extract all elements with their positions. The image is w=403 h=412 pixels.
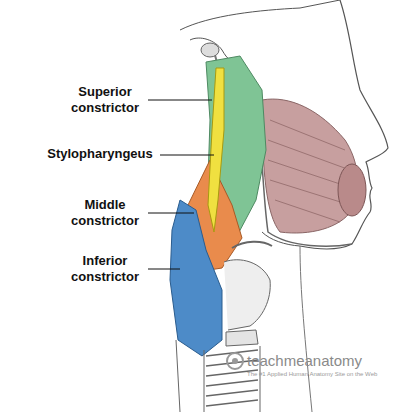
leader-line (148, 213, 194, 214)
inferior-constrictor (170, 200, 222, 356)
watermark-logo (227, 353, 243, 369)
muscle-fibres (268, 120, 352, 222)
part-label: Middle constrictor (55, 197, 155, 228)
cricoid-cartilage (226, 330, 258, 346)
leader-line (148, 269, 180, 270)
leader-line (148, 100, 212, 101)
part-label: Inferior constrictor (55, 253, 155, 284)
oesophagus-outline (176, 340, 180, 412)
part-label: Superior constrictor (55, 84, 155, 115)
superior-constrictor (206, 56, 266, 234)
hyoid-bone (232, 242, 272, 248)
watermark: teachmeanatomy (247, 352, 362, 370)
buccinator-muscle (262, 99, 358, 233)
watermark-logo (232, 358, 238, 364)
thyroid-cartilage (224, 260, 270, 330)
watermark-tagline: The #1 Applied Human Anatomy Site on the… (247, 371, 377, 378)
orbicularis-oris (338, 164, 366, 216)
neck-outline (300, 246, 312, 412)
part-label: Stylopharyngeus (42, 146, 158, 162)
mandible (255, 95, 352, 246)
ear-canal (201, 43, 219, 57)
stylopharyngeus (208, 68, 224, 232)
leader-line (160, 155, 214, 156)
skull-outline (180, 0, 340, 30)
